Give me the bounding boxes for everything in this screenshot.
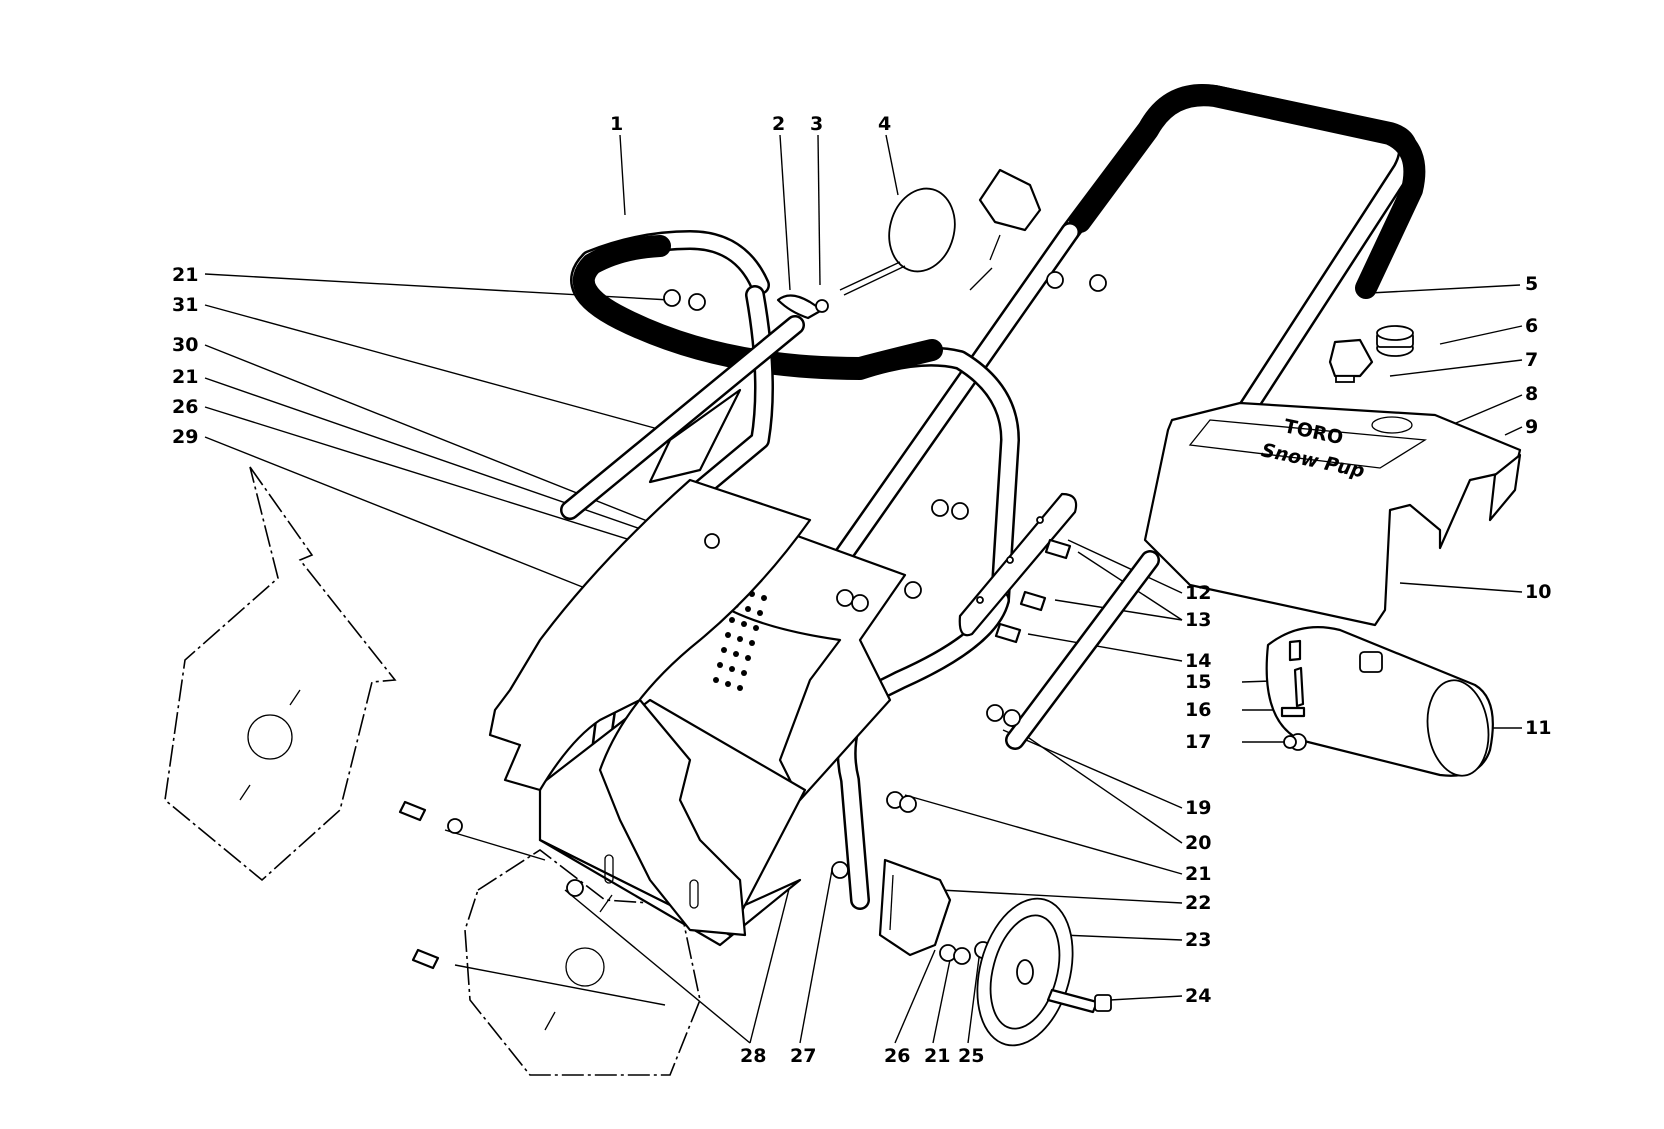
callout-9: 9 bbox=[1525, 416, 1538, 438]
gas-cap bbox=[1376, 325, 1414, 357]
callout-21-b: 21 bbox=[172, 366, 198, 388]
handle-knob bbox=[969, 168, 1042, 291]
callout-24: 24 bbox=[1185, 985, 1211, 1007]
handle-bracket-plate bbox=[958, 492, 1160, 750]
callout-27: 27 bbox=[790, 1045, 816, 1067]
callout-20: 20 bbox=[1185, 832, 1211, 854]
callout-16: 16 bbox=[1185, 699, 1211, 721]
callout-labels: 1 2 3 4 5 6 7 8 9 10 11 12 13 14 15 16 1… bbox=[172, 113, 1551, 1067]
callout-12: 12 bbox=[1185, 582, 1211, 604]
callout-15: 15 bbox=[1185, 671, 1211, 693]
callout-3: 3 bbox=[810, 113, 823, 135]
callout-13: 13 bbox=[1185, 609, 1211, 631]
callout-17: 17 bbox=[1185, 731, 1211, 753]
callout-26-a: 26 bbox=[172, 396, 198, 418]
callout-8: 8 bbox=[1525, 383, 1538, 405]
callout-5: 5 bbox=[1525, 273, 1538, 295]
callout-29: 29 bbox=[172, 426, 198, 448]
wheel bbox=[976, 897, 1074, 1047]
loop-handle bbox=[839, 187, 956, 296]
callout-10: 10 bbox=[1525, 581, 1551, 603]
muffler-clamp bbox=[1280, 666, 1306, 749]
callout-11: 11 bbox=[1525, 717, 1551, 739]
bolts-13-14 bbox=[994, 538, 1072, 644]
control-rod bbox=[560, 315, 805, 520]
callout-28: 28 bbox=[740, 1045, 766, 1067]
callout-6: 6 bbox=[1525, 315, 1538, 337]
callout-31: 31 bbox=[172, 294, 198, 316]
callout-1: 1 bbox=[610, 113, 623, 135]
shroud bbox=[488, 478, 812, 937]
callout-21-d: 21 bbox=[924, 1045, 950, 1067]
axle-bolt bbox=[1046, 988, 1112, 1014]
cable-clip bbox=[776, 294, 829, 320]
callout-30: 30 bbox=[172, 334, 198, 356]
wheel-bracket bbox=[878, 858, 952, 957]
screws-left bbox=[398, 800, 440, 970]
callout-22: 22 bbox=[1185, 892, 1211, 914]
engine-hood: TORO Snow Pup bbox=[1143, 401, 1522, 627]
callout-21-c: 21 bbox=[1185, 863, 1211, 885]
callout-14: 14 bbox=[1185, 650, 1211, 672]
callout-2: 2 bbox=[772, 113, 785, 135]
phantom-side-plate-right bbox=[464, 849, 701, 1076]
callout-25: 25 bbox=[958, 1045, 984, 1067]
muffler bbox=[1265, 626, 1494, 777]
primer-cap bbox=[1328, 338, 1374, 383]
callout-19: 19 bbox=[1185, 797, 1211, 819]
main-handle bbox=[830, 84, 1426, 570]
callout-21-a: 21 bbox=[172, 264, 198, 286]
hardware-washers bbox=[447, 271, 1307, 965]
phantom-side-plate-left bbox=[164, 466, 397, 882]
callout-4: 4 bbox=[878, 113, 891, 135]
callout-23: 23 bbox=[1185, 929, 1211, 951]
callout-26-b: 26 bbox=[884, 1045, 910, 1067]
callout-7: 7 bbox=[1525, 349, 1538, 371]
